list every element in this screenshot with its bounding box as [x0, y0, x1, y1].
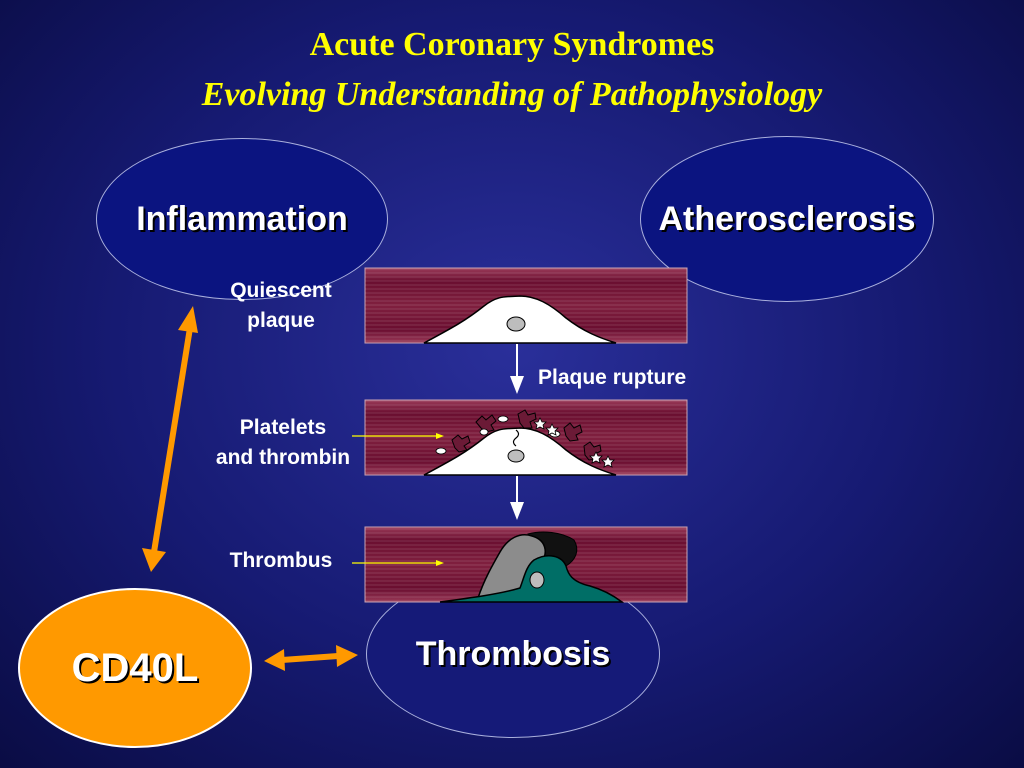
pointer-lines	[352, 433, 444, 566]
platelet-cluster	[451, 409, 602, 461]
down-arrow-icon	[510, 476, 524, 520]
thrombin-cluster	[435, 415, 615, 468]
lipid-core-icon	[506, 316, 526, 332]
double-headed-arrow-icon	[264, 645, 358, 671]
thrombin-icon	[479, 428, 489, 436]
thrombin-icon	[601, 455, 615, 468]
thrombin-icon	[589, 451, 603, 464]
inflammation-oval: Inflammation	[96, 138, 388, 300]
vessel-thrombus	[364, 526, 688, 603]
thrombin-icon	[435, 447, 447, 455]
slide-title: Acute Coronary Syndromes	[309, 26, 715, 63]
inflammation-label: Inflammation	[136, 199, 348, 238]
thrombus-label: Thrombus	[229, 549, 333, 572]
rupture-line	[512, 429, 520, 447]
vessel-rupture	[364, 399, 688, 476]
down-arrow-icon	[510, 344, 524, 394]
thrombin-icon	[545, 423, 559, 436]
platelet-icon	[451, 434, 471, 453]
double-headed-arrow-icon	[142, 306, 198, 572]
plaque-rupture-label: Plaque rupture	[538, 366, 687, 389]
platelet-icon	[563, 422, 583, 442]
platelet-icon	[583, 441, 602, 461]
atherosclerosis-oval: Atherosclerosis	[640, 136, 934, 302]
cd40l-oval: CD40L	[18, 588, 252, 748]
platelet-icon	[517, 409, 537, 429]
slide-subtitle: Evolving Understanding of Pathophysiolog…	[201, 76, 823, 113]
thrombin-icon	[533, 417, 547, 430]
lipid-core-icon	[529, 571, 545, 589]
thrombin-icon	[497, 415, 509, 423]
lipid-core-icon	[507, 449, 525, 463]
atherosclerosis-label: Atherosclerosis	[658, 199, 916, 238]
cd40l-label: CD40L	[71, 645, 199, 690]
thrombosis-label: Thrombosis	[415, 635, 611, 673]
vessel-quiescent	[364, 267, 688, 344]
